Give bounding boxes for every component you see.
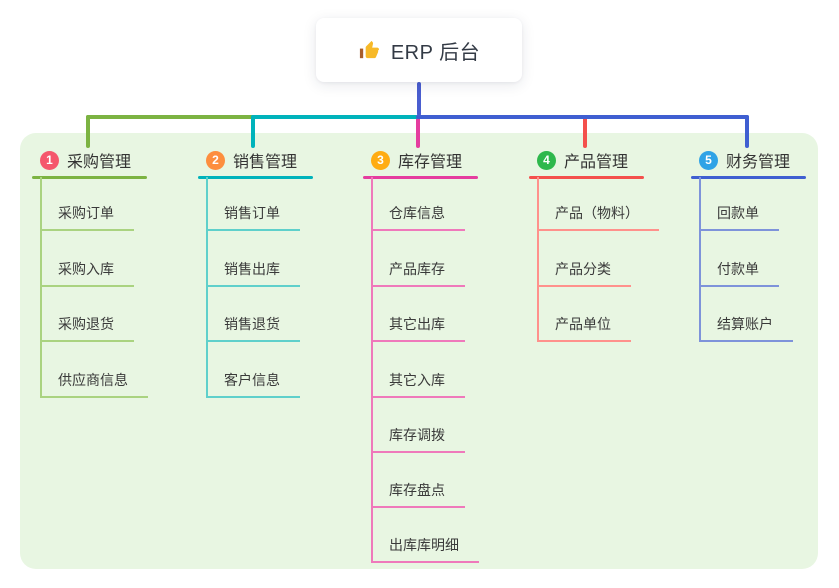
branch-underline [198,176,313,179]
connector-drop-product [583,115,587,148]
branch-underline [363,176,478,179]
branch-title: 财务管理 [726,154,791,171]
child-node[interactable]: 销售出库 [206,260,300,287]
branch-underline [691,176,806,179]
connector-horizontal-purchase [86,115,255,119]
branch-title: 产品管理 [564,154,629,171]
child-node[interactable]: 客户信息 [206,371,300,398]
branch-product: 4 产品管理 产品（物料） 产品分类 产品单位 [529,145,659,342]
branch-number-badge: 3 [371,150,390,170]
child-node[interactable]: 回款单 [699,204,779,231]
connector-horizontal-finance [416,115,749,119]
branch-product-title-row[interactable]: 4 产品管理 [529,145,644,175]
child-node[interactable]: 出库库明细 [371,536,479,563]
child-node[interactable]: 采购退货 [40,315,134,342]
root-title: ERP 后台 [390,41,481,64]
child-node[interactable]: 销售订单 [206,204,300,231]
connector-drop-purchase [86,115,90,148]
child-node[interactable]: 付款单 [699,260,779,287]
branch-connector-line [699,177,701,342]
child-node[interactable]: 其它出库 [371,315,465,342]
connector-drop-sales [251,115,255,148]
connector-horizontal-sales [251,115,418,119]
child-node[interactable]: 供应商信息 [40,371,148,398]
child-node[interactable]: 其它入库 [371,371,465,398]
mindmap-background-panel [20,133,818,569]
branch-purchase: 1 采购管理 采购订单 采购入库 采购退货 供应商信息 [32,145,148,398]
child-node[interactable]: 产品（物料） [537,204,659,231]
branch-sales: 2 销售管理 销售订单 销售出库 销售退货 客户信息 [198,145,313,398]
child-node[interactable]: 销售退货 [206,315,300,342]
child-node[interactable]: 库存盘点 [371,481,465,508]
branch-number-badge: 4 [537,150,556,170]
child-node[interactable]: 结算账户 [699,315,793,342]
branch-finance: 5 财务管理 回款单 付款单 结算账户 [691,145,806,342]
root-node[interactable]: ERP 后台 [316,18,522,82]
branch-number-badge: 2 [206,150,225,170]
branch-number-badge: 5 [699,150,718,170]
branch-underline [32,176,147,179]
branch-title: 库存管理 [398,154,463,171]
child-node[interactable]: 产品单位 [537,315,631,342]
branch-number-badge: 1 [40,150,59,170]
connector-drop-inventory [416,115,420,148]
branch-sales-title-row[interactable]: 2 销售管理 [198,145,313,175]
child-node[interactable]: 仓库信息 [371,204,465,231]
branch-finance-title-row[interactable]: 5 财务管理 [691,145,806,175]
branch-connector-line [40,177,42,398]
branch-title: 销售管理 [233,154,298,171]
branch-inventory: 3 库存管理 仓库信息 产品库存 其它出库 其它入库 库存调拨 库存盘点 出库库… [363,145,479,563]
branch-connector-line [537,177,539,342]
connector-root-vertical [417,82,421,116]
thumbs-up-icon [358,39,381,62]
branch-inventory-title-row[interactable]: 3 库存管理 [363,145,478,175]
branch-connector-line [371,177,373,563]
branch-connector-line [206,177,208,398]
child-node[interactable]: 产品库存 [371,260,465,287]
child-node[interactable]: 库存调拨 [371,426,465,453]
child-node[interactable]: 采购订单 [40,204,134,231]
child-node[interactable]: 采购入库 [40,260,134,287]
connector-drop-finance [745,115,749,148]
branch-title: 采购管理 [67,154,132,171]
child-node[interactable]: 产品分类 [537,260,631,287]
branch-underline [529,176,644,179]
branch-purchase-title-row[interactable]: 1 采购管理 [32,145,147,175]
